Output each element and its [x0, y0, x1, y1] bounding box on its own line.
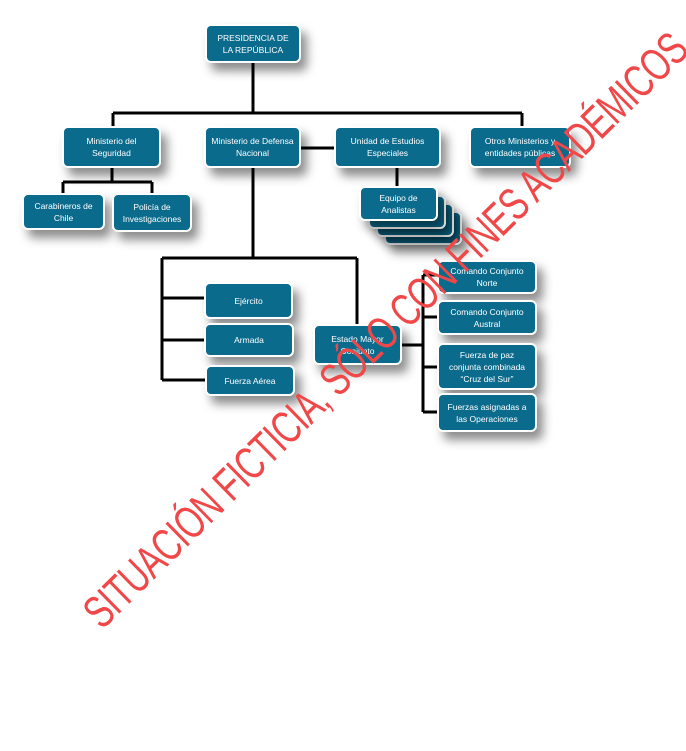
connector-estado-mayor: [401, 273, 438, 414]
node-label: Carabineros de Chile: [34, 200, 93, 223]
connector-seguridad: [61, 167, 154, 193]
connector-presidencia: [111, 62, 524, 126]
node-estado-mayor: Estado Mayor Conjunto: [313, 324, 402, 365]
node-comando-norte: Comando Conjunto Norte: [437, 260, 537, 294]
node-ministerio-defensa: Ministerio de Defensa Nacional: [204, 126, 301, 168]
node-ejercito: Ejército: [204, 282, 293, 319]
node-label: Comando Conjunto Austral: [450, 306, 524, 329]
node-label: Ministerio de Defensa Nacional: [211, 136, 294, 158]
node-label: Fuerzas asignadas a las Operaciones: [447, 401, 527, 424]
node-carabineros: Carabineros de Chile: [22, 193, 105, 230]
node-fuerza-paz: Fuerza de paz conjunta combinada “Cruz d…: [437, 343, 537, 390]
node-label: Armada: [234, 335, 264, 345]
node-label: Ejército: [234, 295, 263, 306]
node-equipo-analistas: Equipo de Analistas: [359, 186, 438, 221]
node-label: PRESIDENCIA DE LA REPÚBLICA: [217, 32, 289, 55]
connector-lines: [61, 62, 524, 414]
node-label: Policía de Investigaciones: [122, 201, 182, 224]
node-label: Comando Conjunto Norte: [450, 266, 524, 288]
node-label: Fuerza de paz conjunta combinada “Cruz d…: [448, 349, 526, 384]
node-label: Estado Mayor Conjunto: [331, 333, 384, 356]
node-fuerza-aerea: Fuerza Aérea: [205, 365, 295, 396]
node-label: Fuerza Aérea: [224, 375, 276, 386]
node-armada: Armada: [204, 323, 294, 357]
node-comando-austral: Comando Conjunto Austral: [437, 300, 537, 335]
node-fuerzas-asignadas: Fuerzas asignadas a las Operaciones: [437, 393, 537, 432]
node-policia: Policía de Investigaciones: [112, 193, 192, 232]
node-unidad-estudios: Unidad de Estudios Especiales: [334, 126, 441, 168]
node-label: Ministerio del Seguridad: [86, 136, 137, 158]
node-label: Equipo de Analistas: [379, 192, 418, 215]
node-label: Otros Ministerios y entidades públicas: [484, 136, 556, 158]
node-otros-ministerios: Otros Ministerios y entidades públicas: [469, 126, 571, 168]
node-presidencia: PRESIDENCIA DE LA REPÚBLICA: [205, 24, 301, 63]
connector-defensa: [160, 167, 359, 382]
node-ministerio-seguridad: Ministerio del Seguridad: [62, 126, 161, 168]
node-label: Unidad de Estudios Especiales: [350, 136, 425, 158]
